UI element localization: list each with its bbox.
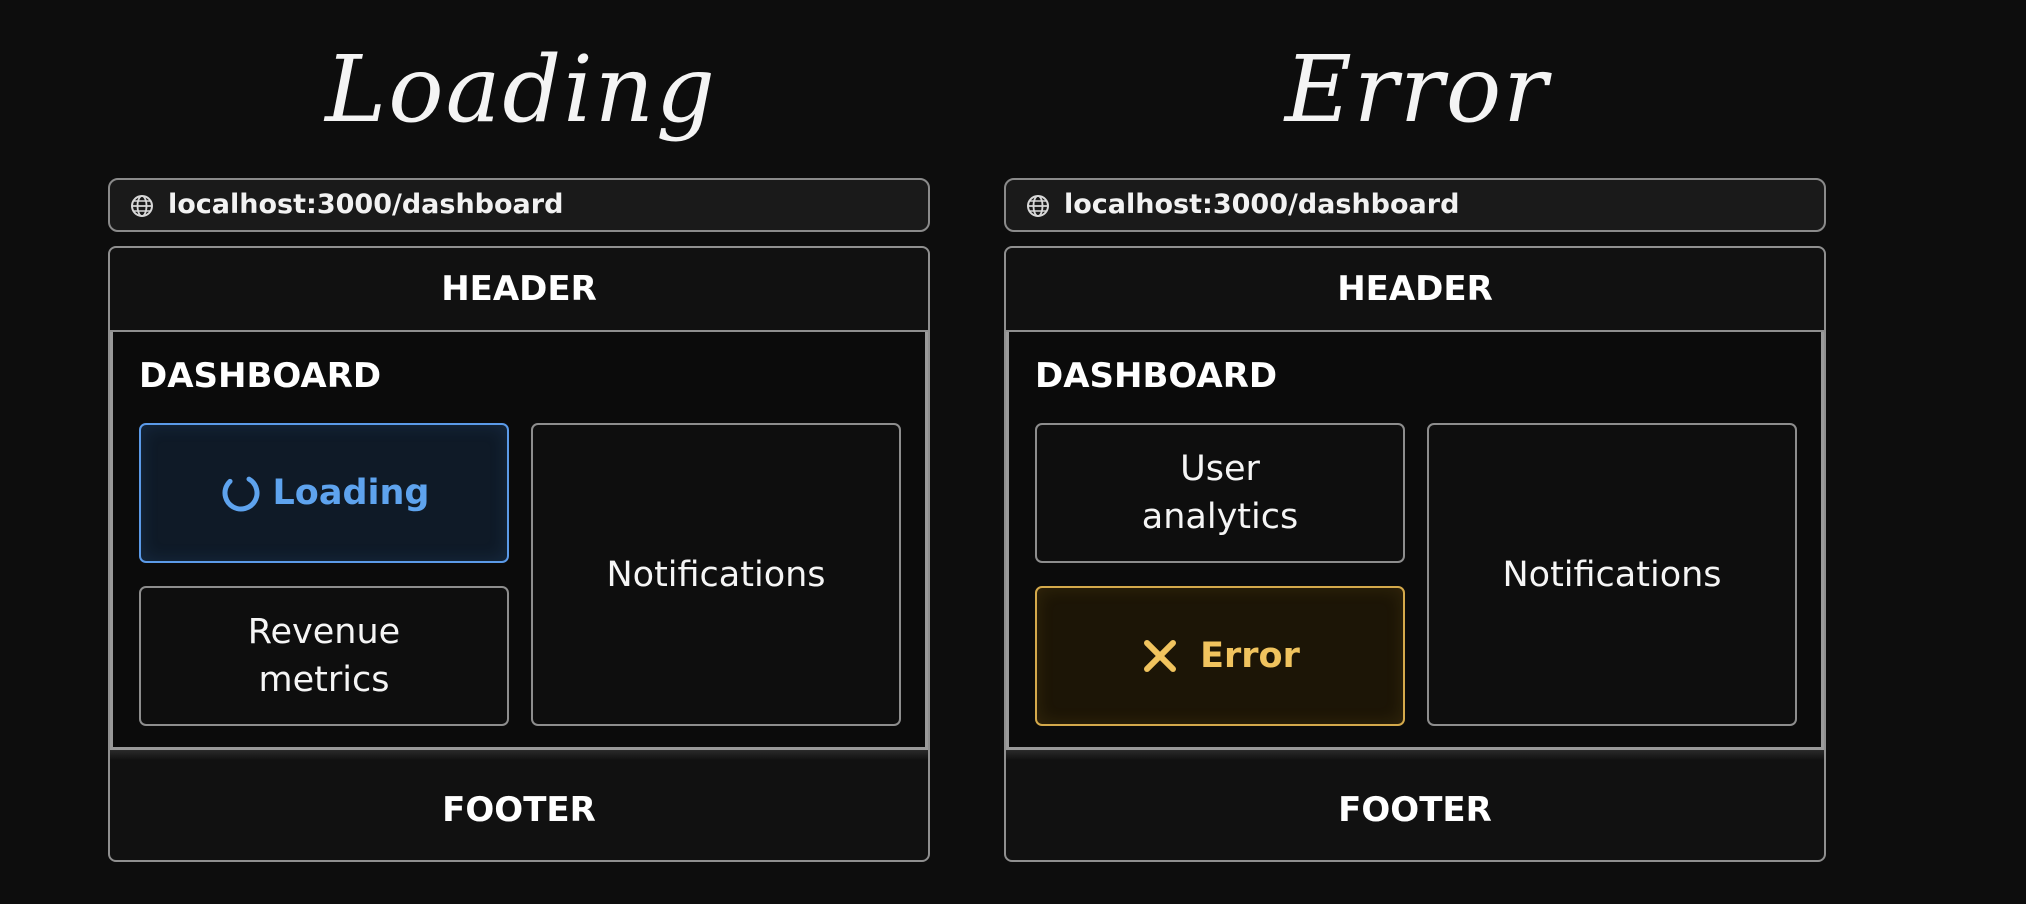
panel-title: Error bbox=[1284, 36, 1550, 143]
page-frame: HEADER DASHBOARD Loading Revenue metrics… bbox=[108, 246, 930, 862]
error-label: Error bbox=[1200, 636, 1300, 676]
dashboard-section: DASHBOARD Loading Revenue metrics Notifi… bbox=[110, 332, 928, 750]
user-analytics-label: User analytics bbox=[1141, 449, 1299, 537]
address-bar[interactable]: localhost:3000/dashboard bbox=[108, 178, 930, 232]
header-divider bbox=[110, 330, 928, 332]
dashboard-section: DASHBOARD User analytics Error Notificat… bbox=[1006, 332, 1824, 750]
error-panel: Error localhost:3000/dashboard HEADER DA… bbox=[1004, 0, 1830, 904]
revenue-metrics-label: Revenue metrics bbox=[247, 612, 401, 700]
footer-divider bbox=[110, 750, 928, 760]
user-analytics-box: User analytics bbox=[1035, 423, 1405, 563]
x-mark-icon bbox=[1144, 640, 1177, 672]
dashboard-title: DASHBOARD bbox=[1035, 356, 1278, 396]
notifications-box: Notifications bbox=[1427, 423, 1797, 726]
notifications-label: Notifications bbox=[606, 554, 826, 595]
footer-divider bbox=[1006, 750, 1824, 760]
address-bar[interactable]: localhost:3000/dashboard bbox=[1004, 178, 1826, 232]
dashboard-title: DASHBOARD bbox=[139, 356, 382, 396]
panel-title: Loading bbox=[325, 36, 717, 143]
header-section: HEADER bbox=[1337, 269, 1493, 309]
header-section: HEADER bbox=[441, 269, 597, 309]
footer-section: FOOTER bbox=[1338, 790, 1492, 830]
url-text: localhost:3000/dashboard bbox=[1064, 189, 1460, 220]
header-divider bbox=[1006, 330, 1824, 332]
notifications-box: Notifications bbox=[531, 423, 901, 726]
revenue-metrics-box: Revenue metrics bbox=[139, 586, 509, 726]
error-state-box: Error bbox=[1035, 586, 1405, 726]
spinner-icon bbox=[222, 474, 259, 512]
page-frame: HEADER DASHBOARD User analytics Error No… bbox=[1004, 246, 1826, 862]
globe-icon bbox=[1027, 195, 1049, 217]
footer-section: FOOTER bbox=[442, 790, 596, 830]
notifications-label: Notifications bbox=[1502, 554, 1722, 595]
globe-icon bbox=[131, 195, 153, 217]
loading-panel: Loading localhost:3000/dashboard HEADER … bbox=[108, 0, 934, 904]
loading-state-box: Loading bbox=[139, 423, 509, 563]
url-text: localhost:3000/dashboard bbox=[168, 189, 564, 220]
loading-label: Loading bbox=[272, 473, 430, 513]
